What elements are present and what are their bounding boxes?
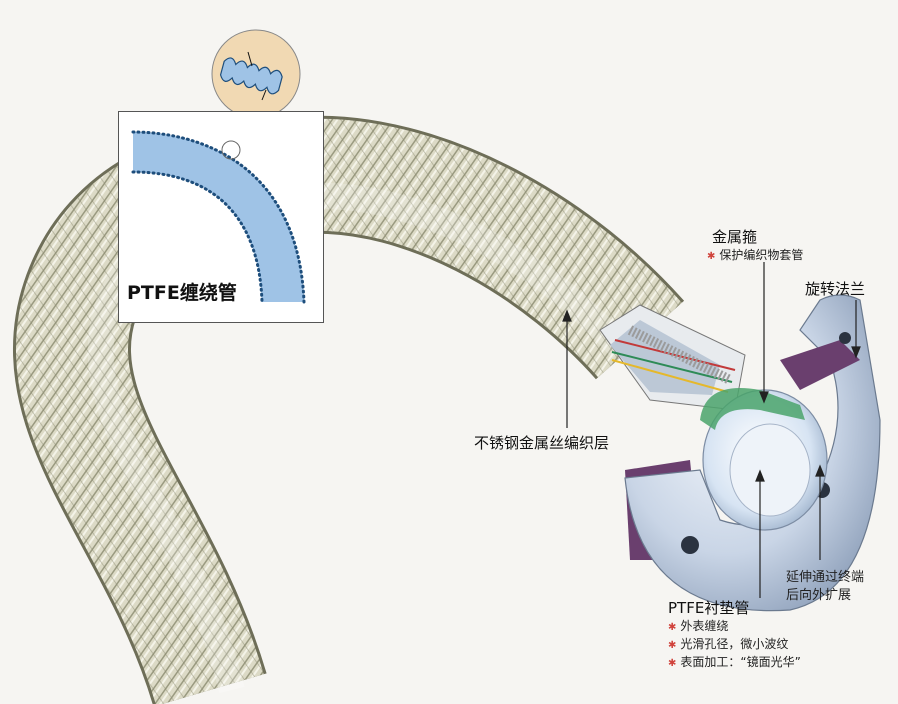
leader-lines (562, 262, 861, 598)
label-ptfe-liner-note-1: ✱外表缠绕 (668, 619, 729, 633)
label-ptfe-liner-note-2: ✱光滑孔径，微小波纹 (668, 637, 789, 651)
label-metal-hoop-title: 金属箍 (712, 228, 758, 246)
label-ptfe-liner-title: PTFE衬垫管 (668, 599, 750, 617)
label-ptfe-liner-note-3: ✱表面加工：“镜面光华” (668, 655, 801, 669)
swivel-flange (624, 294, 881, 612)
bullet-icon: ✱ (707, 251, 716, 262)
bullet-icon: ✱ (668, 640, 677, 651)
bullet-icon: ✱ (668, 622, 677, 633)
label-flare-line-1: 延伸通过终端 (786, 570, 865, 585)
bullet-icon: ✱ (668, 658, 677, 669)
inset-title: PTFE缠绕管 (127, 282, 237, 304)
magnifier-detail (211, 29, 301, 149)
label-swivel-flange: 旋转法兰 (805, 280, 866, 298)
ptfe-bend-illustration (131, 130, 306, 304)
label-flare-line-2: 后向外扩展 (786, 588, 852, 603)
label-braid-layer: 不锈钢金属丝编织层 (474, 434, 610, 452)
label-metal-hoop-note: ✱保护编织物套管 (707, 248, 804, 262)
hose-cutaway (599, 304, 746, 411)
ptfe-inset-panel (118, 111, 324, 323)
